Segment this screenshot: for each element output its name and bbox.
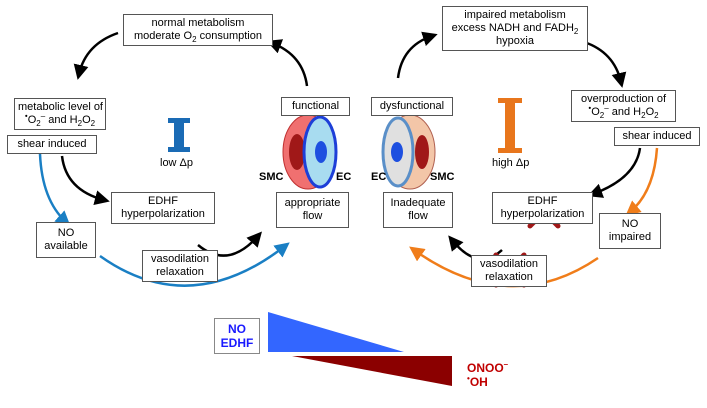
arrow-left-shear-curve (60, 155, 110, 205)
high-delta-p-label: high Δp (492, 157, 530, 169)
onoo-oh-legend: ONOO– •OH (462, 358, 526, 392)
left-vasodilation-box: vasodilation relaxation (142, 250, 218, 282)
legend-no-label: NO (228, 322, 246, 336)
metabolic-level-line2: •O2– and H2O2 (24, 111, 96, 129)
impaired-metabolism-box: impaired metabolism excess NADH and FADH… (442, 6, 588, 51)
dysfunctional-box: dysfunctional (371, 97, 453, 116)
legend-edhf-label: EDHF (220, 336, 254, 350)
legend-oh-label: •OH (467, 374, 488, 390)
right-shear-induced-box: shear induced (614, 127, 700, 146)
normal-metabolism-box: normal metabolism moderate O2 consumptio… (123, 14, 273, 46)
left-edhf-line2: hyperpolarization (121, 208, 205, 220)
no-edhf-wedge (268, 312, 404, 352)
no-edhf-legend: NO EDHF (214, 318, 260, 354)
no-impaired-line2: impaired (608, 231, 652, 243)
left-smc-label: SMC (259, 171, 284, 183)
arrow-right-orange-short (625, 147, 659, 216)
impaired-metabolism-line2: excess NADH and FADH2 (451, 22, 579, 37)
arrow-left-up-curve (266, 39, 309, 87)
normal-metabolism-line2: moderate O2 consumption (134, 30, 262, 45)
no-available-box: NO available (36, 222, 96, 258)
left-vasodilation-line1: vasodilation (150, 253, 210, 265)
no-available-line2: available (44, 240, 88, 252)
low-pressure-bar-icon (168, 118, 190, 152)
no-available-line1: NO (57, 227, 75, 239)
metabolic-level-line1: metabolic level of (18, 101, 103, 113)
right-vasodilation-line2: relaxation (485, 271, 533, 283)
right-ec-label: EC (371, 171, 387, 183)
inadequate-flow-line1: Inadequate (390, 197, 446, 209)
right-edhf-line2: hyperpolarization (500, 208, 585, 220)
overproduction-line2: •O2– and H2O2 (588, 103, 659, 121)
no-impaired-line1: NO (621, 218, 639, 230)
appropriate-flow-box: appropriate flow (276, 192, 349, 228)
functional-vessel-icon (282, 114, 338, 190)
arrow-right-top-curve (396, 31, 438, 79)
normal-metabolism-line1: normal metabolism (151, 17, 245, 29)
arrow-right-shear-curve (587, 147, 642, 198)
metabolic-level-box: metabolic level of •O2– and H2O2 (14, 98, 106, 130)
appropriate-flow-line2: flow (302, 210, 323, 222)
left-vasodilation-line2: relaxation (156, 266, 204, 278)
no-impaired-box: NO impaired (599, 213, 661, 249)
impaired-metabolism-line1: impaired metabolism (464, 9, 566, 21)
arrow-left-bottom-curve (197, 231, 262, 257)
arrow-left-blue-short (38, 153, 71, 227)
right-vasodilation-line1: vasodilation (479, 258, 539, 270)
right-edhf-box: EDHF hyperpolarization (492, 192, 593, 224)
appropriate-flow-line1: appropriate (284, 197, 341, 209)
overproduction-line1: overproduction of (581, 93, 666, 105)
low-delta-p-label: low Δp (160, 157, 194, 169)
onoo-wedge (292, 356, 452, 386)
left-ec-label: EC (336, 171, 352, 183)
arrow-left-blue-long (99, 242, 290, 287)
dysfunctional-vessel-icon (381, 114, 436, 190)
left-edhf-box: EDHF hyperpolarization (111, 192, 215, 224)
right-edhf-line1: EDHF (527, 195, 558, 207)
left-edhf-line1: EDHF (148, 195, 178, 207)
inadequate-flow-line2: flow (408, 210, 428, 222)
overproduction-box: overproduction of •O2– and H2O2 (571, 90, 676, 122)
arrow-right-down-curve (583, 40, 627, 88)
functional-box: functional (281, 97, 350, 116)
right-smc-label: SMC (430, 171, 455, 183)
inadequate-flow-box: Inadequate flow (383, 192, 453, 228)
high-pressure-bar-icon (498, 98, 522, 153)
left-shear-induced-box: shear induced (7, 135, 97, 154)
legend-onoo-label: ONOO– (467, 360, 509, 376)
arrow-left-top-curve (73, 31, 119, 80)
impaired-metabolism-line3: hypoxia (496, 35, 534, 47)
right-vasodilation-box: vasodilation relaxation (471, 255, 547, 287)
